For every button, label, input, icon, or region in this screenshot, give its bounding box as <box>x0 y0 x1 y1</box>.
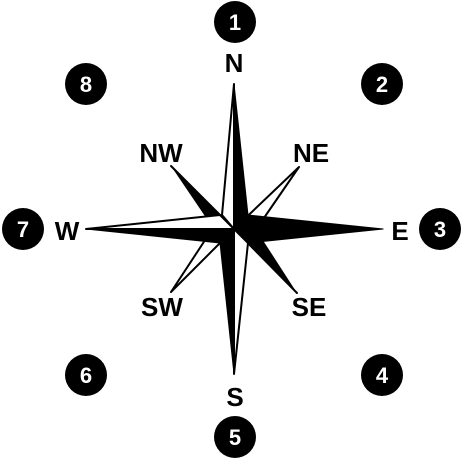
direction-label-n: N <box>225 48 244 78</box>
number-marker-2: 2 <box>361 63 403 105</box>
number-marker-2-text: 2 <box>376 72 388 97</box>
direction-label-e: E <box>391 216 408 246</box>
direction-label-nw: NW <box>139 138 183 168</box>
direction-label-se: SE <box>292 292 327 322</box>
number-marker-4: 4 <box>361 354 403 396</box>
number-marker-8: 8 <box>65 63 107 105</box>
star-point-s <box>219 228 249 375</box>
compass-rose-star <box>85 83 384 375</box>
number-marker-7-text: 7 <box>17 217 29 242</box>
direction-label-s: S <box>226 382 243 412</box>
number-marker-5-text: 5 <box>229 425 241 450</box>
number-marker-4-text: 4 <box>376 363 389 388</box>
star-point-e <box>233 214 384 244</box>
number-marker-3: 3 <box>419 208 461 250</box>
number-marker-7: 7 <box>2 208 44 250</box>
number-marker-6-text: 6 <box>80 363 92 388</box>
number-marker-8-text: 8 <box>80 72 92 97</box>
number-marker-1: 1 <box>214 1 256 43</box>
direction-label-w: W <box>55 216 80 246</box>
number-marker-1-text: 1 <box>229 10 241 35</box>
star-point-w <box>85 214 235 244</box>
direction-label-sw: SW <box>141 292 183 322</box>
direction-label-ne: NE <box>293 138 329 168</box>
number-marker-6: 6 <box>65 354 107 396</box>
number-marker-5: 5 <box>214 416 256 458</box>
number-marker-3-text: 3 <box>434 217 446 242</box>
